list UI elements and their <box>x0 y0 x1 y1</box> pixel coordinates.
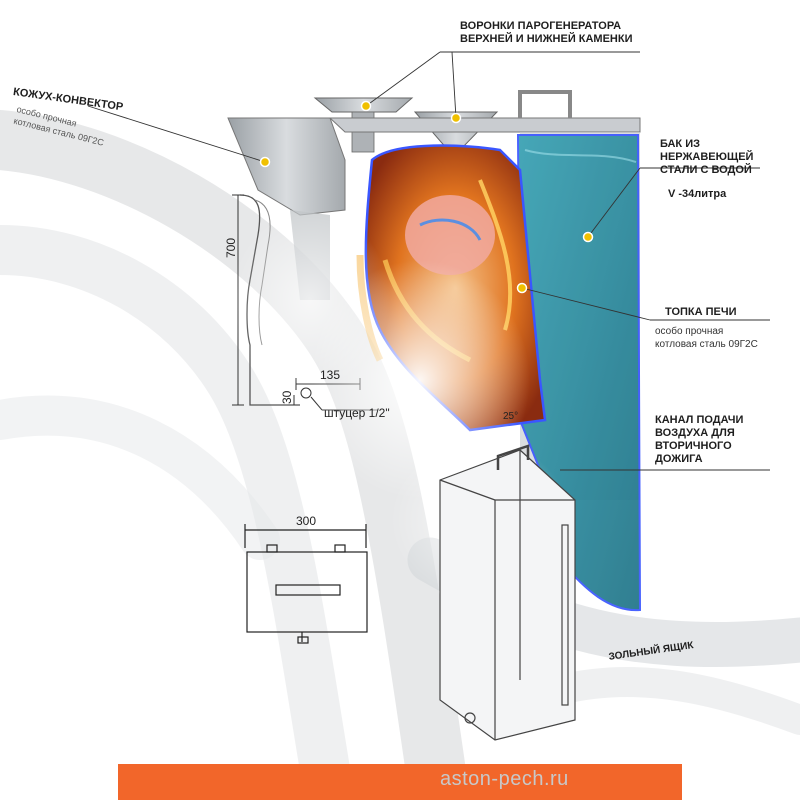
ash-box <box>439 444 576 741</box>
dim-fitting: штуцер 1/2" <box>324 406 390 420</box>
label-air-channel: КАНАЛ ПОДАЧИ ВОЗДУХА ДЛЯ ВТОРИЧНОГО ДОЖИ… <box>655 414 744 465</box>
marker-firebox <box>516 282 528 294</box>
dim-top-width: 300 <box>296 514 317 528</box>
label-tank: БАК ИЗ НЕРЖАВЕЮЩЕЙ СТАЛИ С ВОДОЙ <box>660 138 754 176</box>
callout-markers <box>259 100 594 294</box>
marker-convector <box>259 156 271 168</box>
dim-30: 30 <box>280 390 294 404</box>
footer-accent-bar <box>118 764 682 800</box>
label-firebox: ТОПКА ПЕЧИ <box>665 306 737 318</box>
marker-funnel-upper <box>360 100 372 112</box>
label-firebox-sub: особо прочная котловая сталь 09Г2С <box>655 326 758 350</box>
label-tank-volume: V -34литра <box>668 188 727 200</box>
dim-angle: 25° <box>503 411 519 422</box>
marker-tank <box>582 231 594 243</box>
leader-lines <box>87 51 770 471</box>
marker-funnel-lower <box>450 112 462 124</box>
label-funnels: ВОРОНКИ ПАРОГЕНЕРАТОРА ВЕРХНЕЙ И НИЖНЕЙ … <box>460 20 633 45</box>
dim-135: 135 <box>320 368 341 382</box>
top-view-drawing <box>244 524 368 644</box>
footer-site[interactable]: aston-pech.ru <box>440 768 569 790</box>
dim-height: 700 <box>224 237 238 258</box>
